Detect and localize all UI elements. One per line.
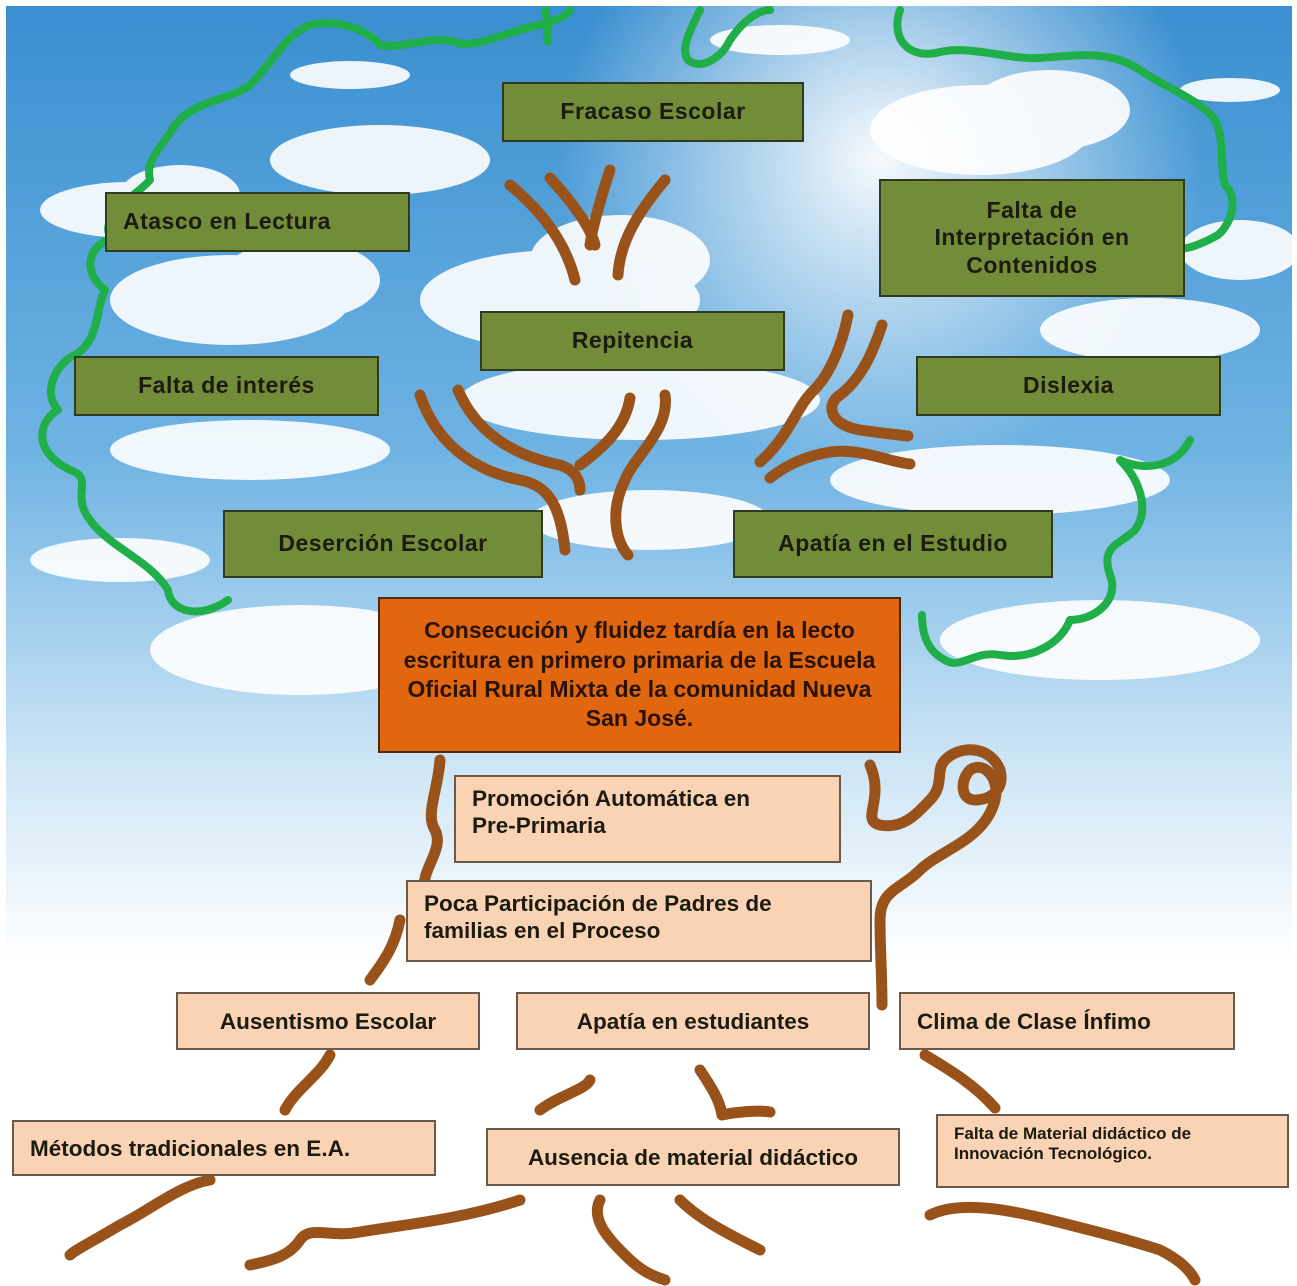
cause-apatia-estudiantes: Apatía en estudiantes [516,992,870,1050]
effect-desercion-escolar: Deserción Escolar [223,510,543,578]
effect-atasco-lectura: Atasco en Lectura [105,192,410,252]
cause-metodos-tradicionales: Métodos tradicionales en E.A. [12,1120,436,1176]
cause-clima-clase: Clima de Clase Ínfimo [899,992,1235,1050]
cause-material-innovacion: Falta de Material didáctico de Innovació… [936,1114,1289,1188]
tree-branches [64,164,1201,1286]
cause-poca-participacion-padres: Poca Participación de Padres de familias… [406,880,872,962]
clouds [30,25,1297,695]
effect-falta-interes: Falta de interés [74,356,379,416]
cause-ausentismo-escolar: Ausentismo Escolar [176,992,480,1050]
effect-falta-interpretacion: Falta de Interpretación en Contenidos [879,179,1185,297]
effect-fracaso-escolar: Fracaso Escolar [502,82,804,142]
effect-dislexia: Dislexia [916,356,1221,416]
central-problem: Consecución y fluidez tardía en la lecto… [378,597,901,753]
effect-repitencia: Repitencia [480,311,785,371]
effect-apatia-estudio: Apatía en el Estudio [733,510,1053,578]
cause-ausencia-material: Ausencia de material didáctico [486,1128,900,1186]
cause-promocion-automatica: Promoción Automática en Pre-Primaria [454,775,841,863]
